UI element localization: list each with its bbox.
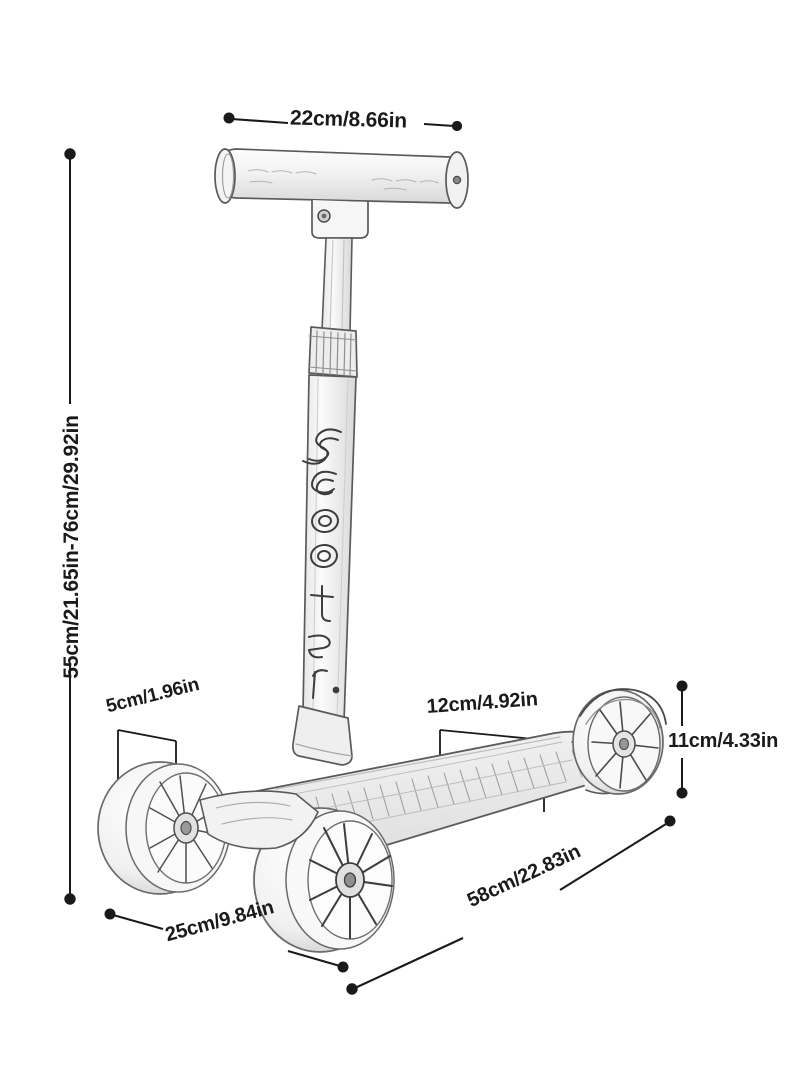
stem-upper [321, 237, 353, 334]
height-adjust-clamp [308, 326, 358, 378]
dimension-handlebar-width [223, 112, 463, 132]
front-axle-housing [199, 790, 319, 850]
dimension-height-range [64, 148, 76, 905]
stem-logo-text [302, 428, 342, 699]
rear-wheel [572, 688, 667, 795]
dimension-overall-length [346, 815, 676, 995]
scooter-illustration [97, 148, 667, 953]
dimension-label-handlebar-width: 22cm/8.66in [289, 106, 408, 133]
stem-lower [302, 374, 357, 723]
front-wheel-right [253, 807, 395, 953]
front-wheel-left [97, 761, 231, 895]
dimension-rear-wheel-diameter [676, 680, 688, 799]
dimension-lines [64, 112, 688, 995]
dimension-label-rear-wheel-diameter: 11cm/4.33in [668, 730, 779, 752]
handlebar-assembly [214, 148, 469, 239]
dimension-front-track-width [104, 908, 349, 973]
dimension-label-height-range: 55cm/21.65in-76cm/29.92in [59, 415, 83, 679]
front-fork [292, 705, 353, 766]
